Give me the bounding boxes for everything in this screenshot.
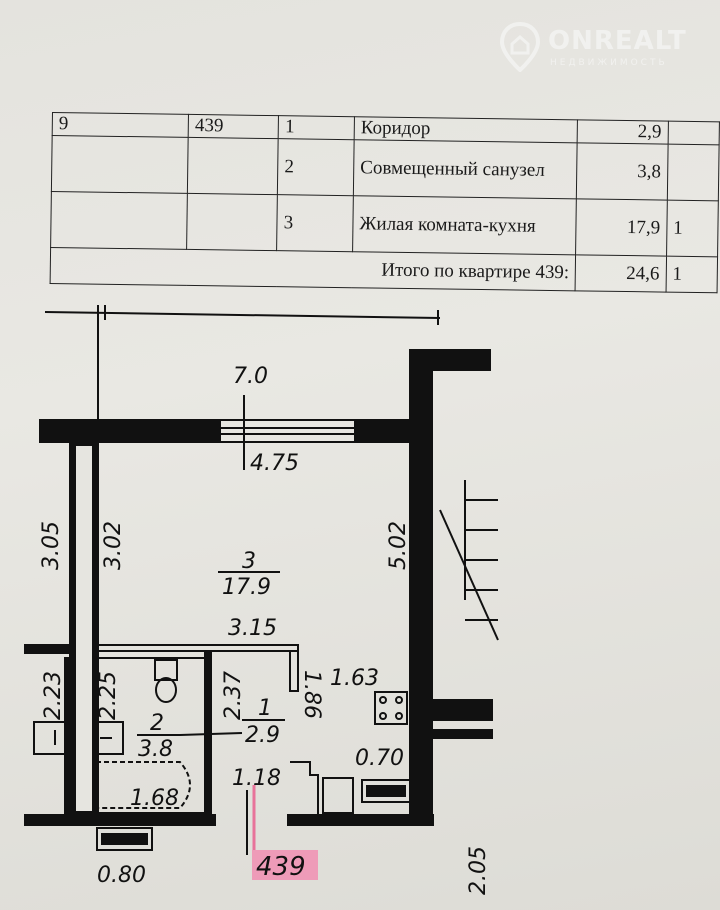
watermark-name: ONREALT xyxy=(548,26,687,56)
room-3-area: 17.9 xyxy=(222,575,271,600)
dim-3-05: 3.05 xyxy=(39,521,64,570)
dim-5-02: 5.02 xyxy=(386,521,411,570)
apartment-number-label: 439 xyxy=(256,852,306,882)
plan-lines xyxy=(24,305,499,855)
dim-1-68: 1.68 xyxy=(130,786,179,811)
apartment-label-highlight xyxy=(252,850,318,880)
room-2-area: 3.8 xyxy=(138,737,173,762)
dim-0-80: 0.80 xyxy=(97,863,146,888)
dim-3-02: 3.02 xyxy=(101,521,126,570)
dim-2-05: 2.05 xyxy=(466,846,491,895)
dim-2-25: 2.25 xyxy=(96,671,121,720)
room-1-number: 1 xyxy=(258,696,272,721)
dim-2-23: 2.23 xyxy=(41,671,66,720)
dim-4-75: 4.75 xyxy=(250,451,299,476)
dim-0-70: 0.70 xyxy=(355,746,404,771)
house-pin-icon xyxy=(500,22,540,72)
dim-1-18: 1.18 xyxy=(232,766,281,791)
watermark-sub: НЕДВИЖИМОСТЬ xyxy=(550,58,668,68)
dim-3-15: 3.15 xyxy=(228,616,277,641)
dim-2-37: 2.37 xyxy=(221,671,246,720)
dim-1-86: 1.86 xyxy=(299,670,324,719)
dim-7-0: 7.0 xyxy=(233,364,268,389)
room-1-area: 2.9 xyxy=(245,723,280,748)
dim-1-63: 1.63 xyxy=(330,666,379,691)
room-2-number: 2 xyxy=(150,711,164,736)
room-3-number: 3 xyxy=(242,549,256,574)
